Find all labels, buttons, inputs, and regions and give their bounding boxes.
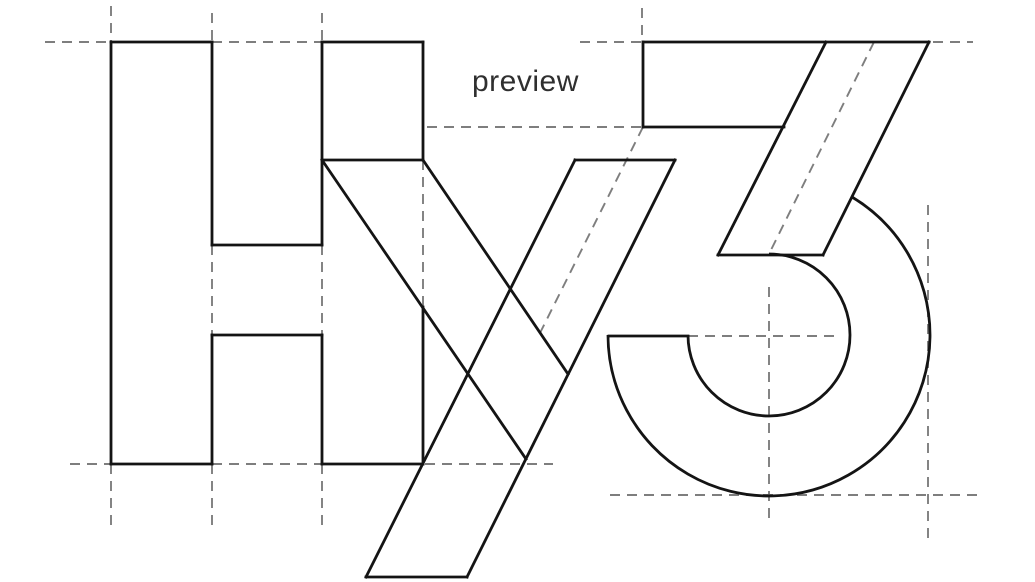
- letter-outlines-group: [109, 40, 932, 579]
- y-right-arm-left-edge: [364, 158, 577, 579]
- three-diagonal-left-edge: [716, 40, 828, 257]
- y-left-arm-inner-edge: [421, 158, 570, 376]
- three-diagonal-right-edge: [821, 40, 931, 257]
- guide-three-corner-diagonal: [539, 126, 644, 334]
- three-bowl-outer-arc: [606, 195, 932, 498]
- y-left-arm-outer-edge: [320, 158, 528, 461]
- preview-label: preview: [472, 65, 579, 98]
- three-bowl-inner-arc: [686, 252, 852, 418]
- guide-three-stroke-axis: [768, 41, 875, 255]
- guide-lines-group: [45, 6, 983, 540]
- y-right-arm-right-edge: [465, 158, 677, 579]
